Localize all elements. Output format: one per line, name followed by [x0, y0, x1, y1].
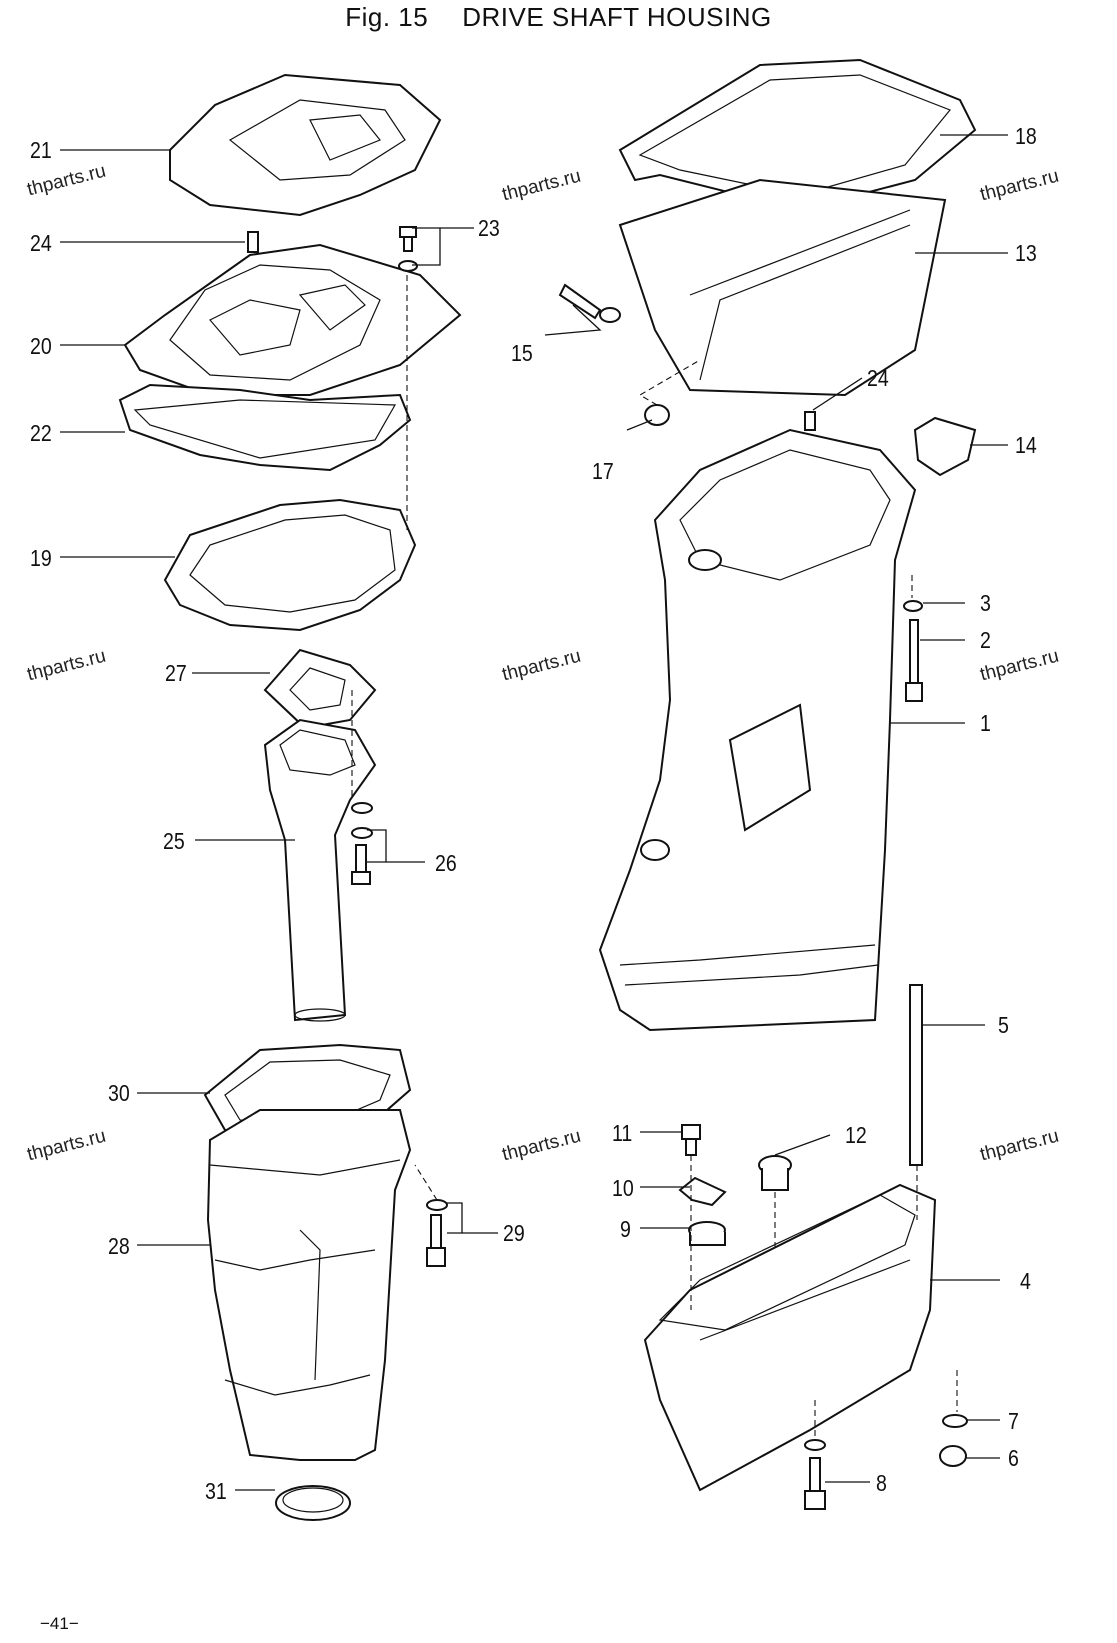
- part-13-apron: [618, 178, 947, 397]
- label-20: 20: [30, 333, 52, 359]
- part-8-bolt: [804, 1439, 826, 1510]
- part-19-gasket: [163, 498, 417, 632]
- part-9-bushing: [688, 1221, 726, 1246]
- part-24-pin-left: [247, 231, 259, 253]
- label-18: 18: [1015, 123, 1037, 149]
- label-17: 17: [592, 458, 614, 484]
- label-26: 26: [435, 850, 457, 876]
- label-6: 6: [1008, 1445, 1019, 1471]
- part-6-nut: [939, 1445, 967, 1467]
- part-27-gasket: [263, 648, 377, 730]
- part-12-collar: [758, 1155, 792, 1191]
- alignment-lines: [351, 275, 958, 1440]
- label-5: 5: [998, 1012, 1009, 1038]
- figure-number: Fig. 15: [345, 2, 429, 32]
- label-7: 7: [1008, 1408, 1019, 1434]
- label-12: 12: [845, 1122, 867, 1148]
- label-24: 24: [30, 230, 52, 256]
- part-18-seal: [618, 58, 977, 212]
- label-15: 15: [511, 340, 533, 366]
- label-1: 1: [980, 710, 991, 736]
- label-2: 2: [980, 627, 991, 653]
- label-23: 23: [478, 215, 500, 241]
- page-number: −41−: [40, 1614, 79, 1633]
- label-13: 13: [1015, 240, 1037, 266]
- label-3: 3: [980, 590, 991, 616]
- label-19: 19: [30, 545, 52, 571]
- label-22: 22: [30, 420, 52, 446]
- label-8: 8: [876, 1470, 887, 1496]
- label-30: 30: [108, 1080, 130, 1106]
- figure-title: Fig. 15 DRIVE SHAFT HOUSING: [0, 2, 1117, 33]
- part-31-ring: [275, 1485, 351, 1521]
- label-31: 31: [205, 1478, 227, 1504]
- label-29: 29: [503, 1220, 525, 1246]
- part-11-bolt: [681, 1124, 701, 1156]
- label-24-right: 24: [867, 365, 889, 391]
- part-24-pin-right: [804, 411, 816, 431]
- label-14: 14: [1015, 432, 1037, 458]
- part-23-bolt: [398, 226, 418, 272]
- part-2-bolt: [905, 619, 923, 702]
- label-10: 10: [612, 1175, 634, 1201]
- part-7-washer: [942, 1414, 968, 1428]
- part-5-stud: [909, 984, 923, 1166]
- part-29-bolt: [426, 1199, 448, 1267]
- part-26-bolt-washers: [351, 802, 373, 885]
- part-4-lower-housing: [643, 1183, 937, 1492]
- label-21: 21: [30, 137, 52, 163]
- part-14-grommet: [913, 416, 977, 477]
- part-15-screw: [558, 283, 621, 323]
- label-9: 9: [620, 1216, 631, 1242]
- leader-lines: [60, 134, 1008, 1491]
- label-4: 4: [1020, 1268, 1031, 1294]
- part-25-exhaust-pipe: [263, 718, 377, 1022]
- label-25: 25: [163, 828, 185, 854]
- part-28-inner-housing: [206, 1109, 412, 1461]
- part-22-seal: [118, 383, 412, 472]
- part-20-adapter-plate: [123, 243, 462, 396]
- label-28: 28: [108, 1233, 130, 1259]
- part-1-drive-shaft-housing: [598, 428, 917, 1032]
- figure-name: DRIVE SHAFT HOUSING: [462, 2, 772, 32]
- label-27: 27: [165, 660, 187, 686]
- part-3-washer: [903, 600, 923, 612]
- part-10-plate: [678, 1176, 727, 1207]
- label-11: 11: [612, 1120, 633, 1146]
- part-21-gasket: [169, 73, 442, 217]
